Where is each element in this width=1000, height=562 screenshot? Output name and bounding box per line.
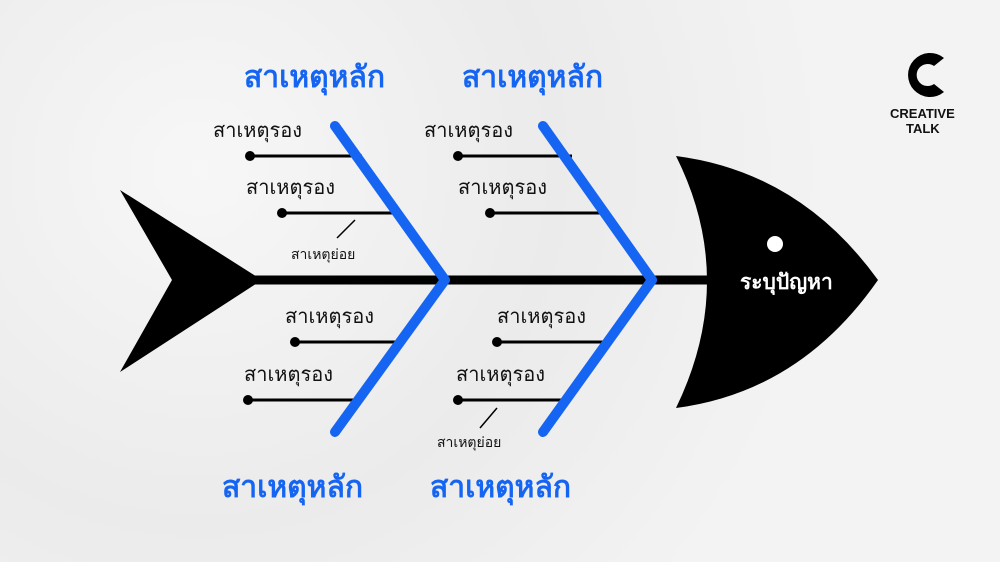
- sub-cause-label: สาเหตุรอง: [456, 362, 545, 387]
- sub-branch-dot: [243, 395, 253, 405]
- fish-tail: [120, 190, 262, 372]
- fish-head: [676, 156, 878, 408]
- sub-cause-label: สาเหตุรอง: [285, 304, 374, 329]
- sub-cause-label: สาเหตุรอง: [497, 304, 586, 329]
- creative-talk-c-icon: [908, 53, 944, 98]
- sub-cause-label: สาเหตุรอง: [244, 362, 333, 387]
- logo-line2: TALK: [906, 121, 940, 136]
- sub-branch-dot: [453, 395, 463, 405]
- sub-branch-dot: [290, 337, 300, 347]
- sub-branch-dot: [453, 151, 463, 161]
- main-cause-label-top-right: สาเหตุหลัก: [462, 60, 603, 96]
- minor-cause-leader: [479, 407, 498, 429]
- logo-line1: CREATIVE: [890, 106, 955, 121]
- sub-cause-label: สาเหตุรอง: [458, 175, 547, 200]
- main-cause-label-bottom-left: สาเหตุหลัก: [222, 470, 363, 506]
- creative-talk-logo: CREATIVE TALK: [890, 53, 955, 136]
- sub-branch-dot: [485, 208, 495, 218]
- minor-cause-label: สาเหตุย่อย: [291, 247, 355, 263]
- problem-label: ระบุปัญหา: [740, 270, 833, 296]
- main-cause-label-bottom-right: สาเหตุหลัก: [430, 470, 571, 506]
- main-bone-left: [330, 121, 450, 437]
- sub-branch-dot: [245, 151, 255, 161]
- fish-eye: [767, 236, 783, 252]
- sub-cause-label: สาเหตุรอง: [424, 118, 513, 143]
- sub-cause-label: สาเหตุรอง: [246, 175, 335, 200]
- main-cause-label-top-left: สาเหตุหลัก: [244, 60, 385, 96]
- minor-cause-leader: [336, 219, 356, 239]
- sub-cause-label: สาเหตุรอง: [213, 118, 302, 143]
- sub-branch-dot: [277, 208, 287, 218]
- sub-branch-dot: [492, 337, 502, 347]
- main-bone-right: [538, 121, 657, 437]
- minor-cause-label: สาเหตุย่อย: [437, 435, 501, 451]
